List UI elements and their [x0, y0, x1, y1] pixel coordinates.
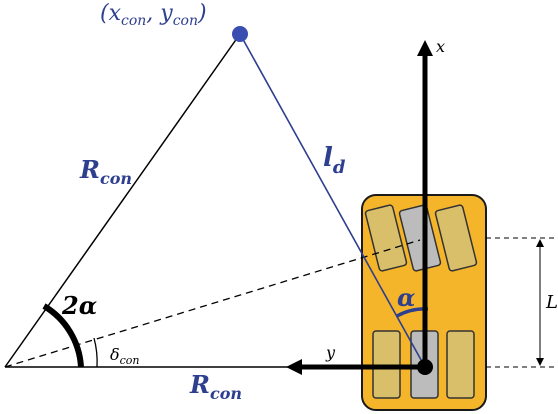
wheelbase-arrowhead-top: [536, 239, 544, 247]
r-con-left-label: Rcon: [79, 155, 132, 188]
lookahead-line: [239, 33, 426, 368]
rear-axle-center-point: [417, 359, 433, 375]
y-axis-arrowhead: [286, 359, 302, 375]
r-con-bottom-label: Rcon: [189, 370, 242, 403]
two-alpha-label: 2α: [61, 291, 97, 320]
lookahead-label: ld: [323, 143, 346, 178]
target-point-label: (xcon, ycon): [100, 1, 207, 29]
alpha-label: α: [397, 283, 415, 312]
x-axis-label: x: [436, 37, 445, 56]
front-left-wheel: [364, 204, 408, 272]
wheelbase-label: L: [545, 292, 558, 313]
front-right-wheel: [434, 204, 478, 272]
delta-arc: [93, 337, 98, 368]
target-point: [232, 26, 248, 42]
delta-label: δcon: [110, 345, 140, 367]
y-axis-label: y: [325, 343, 336, 362]
x-axis-arrowhead: [417, 40, 433, 56]
r-con-left-line: [4, 33, 241, 368]
two-alpha-arc: [42, 303, 84, 368]
wheelbase-arrowhead-bottom: [536, 358, 544, 366]
rear-right-wheel: [446, 330, 475, 399]
